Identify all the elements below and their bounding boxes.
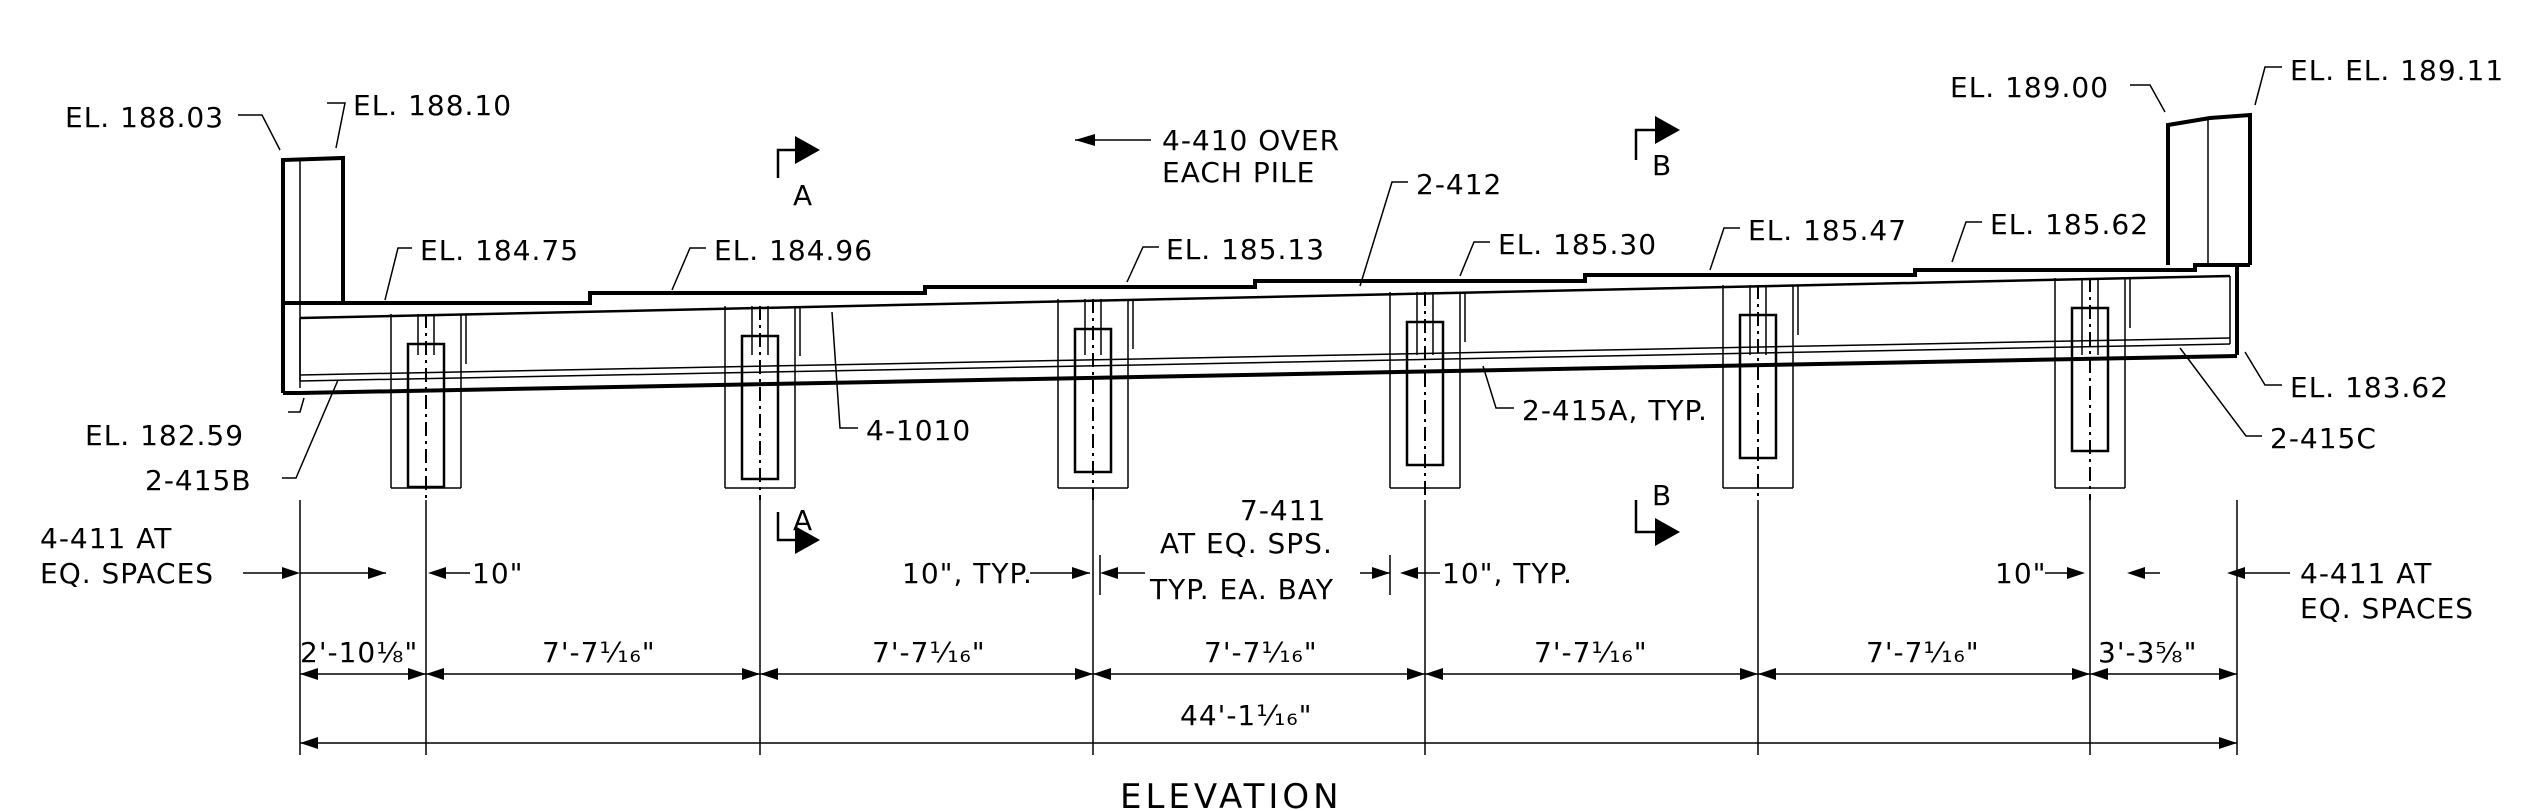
el-top-3: EL. 185.13 (1166, 233, 1325, 266)
el-top-4: EL. 185.30 (1498, 228, 1657, 261)
section-a-top-label: A (793, 179, 813, 212)
section-marker-b-bottom: B (1634, 479, 1680, 546)
spacing-middle-line1: 7-411 (1240, 494, 1326, 527)
pile-1 (390, 314, 467, 500)
dim-1: 2'-10⅛" (300, 636, 418, 669)
section-marker-b-top: B (1634, 116, 1680, 182)
pile-6 (2054, 278, 2131, 500)
dim-arrow-start-3 (760, 668, 778, 680)
spacing-right-line1: 4-411 AT (2300, 557, 2432, 590)
rebar-top-bars: 2-412 (1416, 168, 1502, 201)
section-a-bottom-label: A (793, 504, 813, 537)
dim-arrow-start-1 (300, 668, 318, 680)
el-bottom-right: EL. 183.62 (2290, 371, 2449, 404)
left-end-wall (281, 155, 345, 393)
dim-arrow-start-6 (1758, 668, 1776, 680)
piles (390, 278, 2131, 500)
dim-3: 7'-7¹⁄₁₆" (872, 636, 986, 669)
dim-arrow-start-7 (2090, 668, 2108, 680)
cap-beam-outline (281, 112, 2252, 395)
section-b-bottom-label: B (1652, 479, 1672, 512)
dimension-rows (299, 500, 2238, 755)
dim-7: 3'-3⅝" (2098, 636, 2197, 669)
dim-arrow-start-4 (1093, 668, 1111, 680)
el-right-wall-outer: EL. EL. 189.11 (2290, 54, 2504, 87)
el-right-wall-inner: EL. 189.00 (1950, 71, 2109, 104)
spacing-right-line2: EQ. SPACES (2300, 592, 2474, 625)
overall-arrow-start (300, 737, 318, 749)
rebar-bottom-typ: 2-415A, TYP. (1522, 394, 1708, 427)
spacing-left-line2: EQ. SPACES (40, 557, 214, 590)
pile-4 (1389, 292, 1466, 500)
overall-arrow-end (2219, 737, 2237, 749)
section-marker-a-bottom: A (776, 504, 820, 554)
spacing-left-line1: 4-411 AT (40, 522, 172, 555)
dim-2: 7'-7¹⁄₁₆" (542, 636, 656, 669)
dim-arrow-start-5 (1425, 668, 1443, 680)
dim-arrow-start-2 (426, 668, 444, 680)
pile-3 (1057, 299, 1134, 500)
el-top-5: EL. 185.47 (1748, 214, 1907, 247)
el-top-2: EL. 184.96 (714, 234, 873, 267)
cap-top-surface (283, 263, 2250, 305)
spacing-middle-line2: AT EQ. SPS. (1160, 527, 1333, 560)
spacing-ten-typ-left: 10", TYP. (902, 557, 1033, 590)
top-bar-line (299, 274, 2231, 320)
dim-arrow-end-4 (1407, 668, 1425, 680)
leader-lines (238, 66, 2282, 479)
el-left-wall-inner: EL. 188.10 (353, 89, 512, 122)
spacing-left-ten: 10" (472, 557, 524, 590)
el-bottom-left: EL. 182.59 (85, 419, 244, 452)
pile-5 (1722, 285, 1799, 500)
dim-arrow-end-5 (1740, 668, 1758, 680)
dim-arrow-end-1 (408, 668, 426, 680)
right-end-wall (2166, 112, 2252, 265)
dim-arrow-end-6 (2072, 668, 2090, 680)
dim-5: 7'-7¹⁄₁₆" (1534, 636, 1648, 669)
cap-bottom (299, 354, 2238, 395)
bottom-bar-line-2 (299, 343, 2231, 382)
section-b-top-label: B (1652, 149, 1672, 182)
dim-overall: 44'-1¹⁄₁₆" (1180, 699, 1312, 732)
rebar-bottom-left: 2-415B (145, 464, 252, 497)
dim-arrow-end-7 (2219, 668, 2237, 680)
bottom-bar-line-1 (299, 337, 2231, 376)
spacing-right-ten: 10" (1995, 557, 2047, 590)
rebar-bottom-right: 2-415C (2270, 422, 2377, 455)
rebar-over-pile-line2: EACH PILE (1162, 156, 1315, 189)
rebar-diagonal: 4-1010 (866, 414, 971, 447)
el-left-wall-outer: EL. 188.03 (65, 101, 224, 134)
spacing-middle-line3: TYP. EA. BAY (1149, 573, 1334, 606)
dim-arrow-end-3 (1075, 668, 1093, 680)
right-end-face (2200, 263, 2239, 355)
dim-4: 7'-7¹⁄₁₆" (1204, 636, 1318, 669)
reinforcing-bars (299, 274, 2231, 382)
dim-6: 7'-7¹⁄₁₆" (1866, 636, 1980, 669)
el-top-6: EL. 185.62 (1990, 208, 2149, 241)
section-marker-a-top: A (776, 136, 820, 212)
drawing-title: ELEVATION (1120, 777, 1343, 811)
spacing-ten-typ-right: 10", TYP. (1442, 557, 1573, 590)
el-top-1: EL. 184.75 (420, 234, 579, 267)
rebar-over-pile-line1: 4-410 OVER (1162, 124, 1340, 157)
spacing-row-lines (243, 567, 2290, 579)
pile-2 (724, 306, 801, 500)
dim-arrow-end-2 (742, 668, 760, 680)
